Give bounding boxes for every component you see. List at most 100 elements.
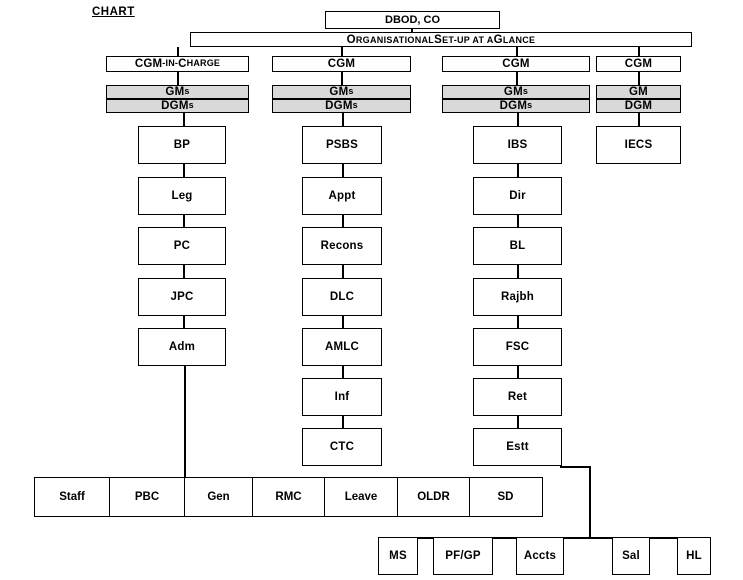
estt-cell-ms: MS	[378, 537, 418, 575]
node-appt: Appt	[302, 177, 382, 215]
node-psbs: PSBS	[302, 126, 382, 164]
connector-bl-rajbh	[517, 265, 519, 278]
connector-ret-estt	[517, 416, 519, 428]
node-estt: Estt	[473, 428, 562, 466]
node-iecs: IECS	[596, 126, 681, 164]
estt-cell-hl: HL	[677, 537, 711, 575]
connector-col2-head-gm	[341, 72, 343, 85]
node-dir: Dir	[473, 177, 562, 215]
connector-col3-head-gm	[516, 72, 518, 85]
connector-jpc-adm	[183, 316, 185, 328]
connector-col1-dgm-bp	[183, 113, 185, 126]
banner-text-etup: ET-UP AT A	[442, 34, 494, 45]
node-inf: Inf	[302, 378, 382, 416]
admin-cell-sd: SD	[497, 491, 514, 503]
connector-appt-recons	[342, 215, 344, 227]
node-ret: Ret	[473, 378, 562, 416]
node-pc: PC	[138, 227, 226, 265]
admin-cell-rmc: RMC	[253, 478, 325, 516]
col1-dgm-big: DGM	[161, 99, 189, 112]
connector-col2-dgm-psbs	[342, 113, 344, 126]
connector-psbs-appt	[342, 164, 344, 177]
col3-gm-small: s	[522, 86, 529, 97]
connector-dir-bl	[517, 215, 519, 227]
admin-division-row: Staff PBC Gen RMC Leave OLDR SD	[34, 477, 543, 517]
connector-col4-dgm-iecs	[638, 113, 640, 126]
col1-dgm-small: s	[188, 100, 194, 111]
node-amlc: AMLC	[302, 328, 382, 366]
col3-dgm-big: DGM	[499, 99, 528, 112]
chart-label: CHART	[92, 6, 135, 18]
col4-gm-big: GM	[629, 85, 648, 98]
connector-col1-head-gm	[177, 72, 179, 85]
estt-cell-accts: Accts	[516, 537, 564, 575]
col4-gm-box: GM	[596, 85, 681, 99]
col2-gm-small: s	[348, 86, 354, 97]
connector-col4-head-gm	[638, 72, 640, 85]
connector-root-to-banner	[411, 28, 413, 34]
connector-recons-dlc	[342, 265, 344, 278]
col1-gm-small: s	[184, 86, 190, 97]
node-ibs: IBS	[473, 126, 562, 164]
banner-text-lance: LANCE	[502, 34, 536, 45]
connector-ibs-dir	[517, 164, 519, 177]
admin-cell-leave: Leave	[325, 478, 398, 516]
node-bp: BP	[138, 126, 226, 164]
admin-cell-gen: Gen	[185, 478, 253, 516]
node-adm: Adm	[138, 328, 226, 366]
node-dlc: DLC	[302, 278, 382, 316]
connector-banner-col1	[177, 47, 179, 57]
connector-estt-down	[589, 466, 591, 537]
connector-banner-col3	[516, 47, 518, 57]
node-rajbh: Rajbh	[473, 278, 562, 316]
col2-gm-big: GM	[329, 85, 349, 98]
connector-col3-dgm-ibs	[517, 113, 519, 126]
connector-rajbh-fsc	[517, 316, 519, 328]
col1-head-harge: HARGE	[186, 58, 221, 69]
connector-banner-col2	[341, 47, 343, 57]
estt-cell-sal: Sal	[612, 537, 650, 575]
banner-text-o: O	[346, 33, 356, 46]
col4-head-title-box: CGM	[596, 56, 681, 72]
col1-head-c: C	[178, 57, 187, 70]
connector-banner-col4	[638, 47, 640, 57]
admin-cell-pbc: PBC	[110, 478, 185, 516]
col3-head-title-box: CGM	[442, 56, 590, 72]
col4-dgm-big: DGM	[624, 99, 653, 112]
connector-estt-right	[560, 466, 590, 468]
col4-dgm-box: DGM	[596, 99, 681, 113]
root-title-box: DBOD, CO	[325, 11, 500, 29]
node-recons: Recons	[302, 227, 382, 265]
col1-head-dash1: -	[162, 58, 166, 69]
admin-cell-oldr: OLDR	[398, 478, 470, 516]
estt-cell-pfgp: PF/GP	[433, 537, 493, 575]
col3-gm-big: GM	[503, 85, 523, 98]
banner-text-rganisational: RGANISATIONAL	[355, 34, 435, 45]
connector-amlc-inf	[342, 366, 344, 378]
admin-cell-staff: Staff	[35, 478, 110, 516]
node-jpc: JPC	[138, 278, 226, 316]
col1-head-cgm: CGM	[134, 57, 163, 70]
connector-pc-jpc	[183, 265, 185, 278]
node-ctc: CTC	[302, 428, 382, 466]
col2-head-title-box: CGM	[272, 56, 411, 72]
col3-dgm-small: s	[527, 100, 533, 111]
connector-fsc-ret	[517, 366, 519, 378]
connector-leg-pc	[183, 215, 185, 227]
connector-bp-leg	[183, 164, 185, 177]
col1-gm-big: GM	[165, 85, 185, 98]
banner-text-g: G	[493, 33, 503, 46]
node-leg: Leg	[138, 177, 226, 215]
col2-dgm-big: DGM	[325, 99, 353, 112]
node-fsc: FSC	[473, 328, 562, 366]
node-bl: BL	[473, 227, 562, 265]
col1-head-dash2: -	[174, 58, 179, 69]
